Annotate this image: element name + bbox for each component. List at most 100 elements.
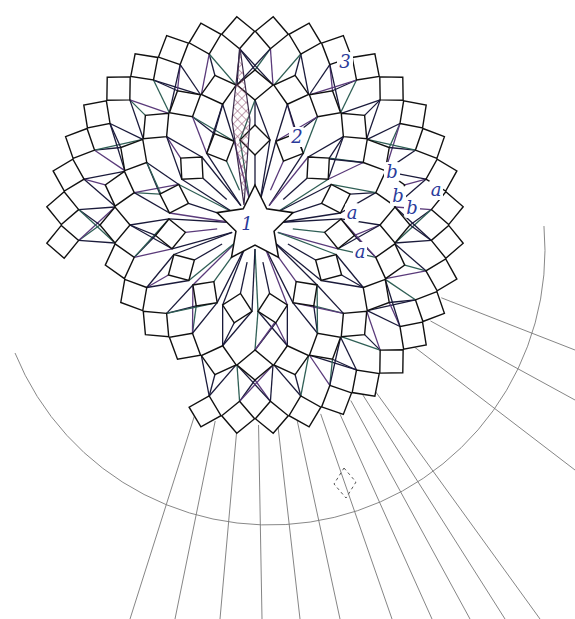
rhombus-tile — [66, 128, 95, 158]
rhombus-tile — [47, 192, 79, 225]
ray-line — [153, 80, 169, 113]
hatched-rhombus — [232, 48, 250, 205]
rhombus-tile — [143, 113, 168, 138]
rhombus-tile — [426, 259, 457, 291]
ray-line — [255, 249, 258, 311]
rhombus-tile — [207, 134, 234, 161]
rhombus-tile — [53, 159, 84, 191]
center-star — [217, 185, 293, 257]
rhombus-tile — [380, 350, 403, 373]
ray-line — [316, 285, 318, 333]
ray-line — [279, 219, 341, 223]
fan-line — [372, 387, 540, 619]
ray-line — [147, 280, 189, 287]
ray-line — [167, 137, 202, 157]
rhombus-tile — [274, 75, 309, 104]
ray-line — [203, 178, 227, 199]
rhombus-tile — [400, 322, 426, 349]
callout-label: 2 — [289, 127, 304, 147]
fan-line — [430, 321, 575, 400]
rhombus-tile — [193, 282, 217, 306]
ray-line — [276, 179, 328, 213]
rhombus-tile — [380, 77, 403, 100]
ray-line — [240, 262, 247, 293]
rhombus-tile — [105, 171, 134, 206]
ray-line — [254, 155, 255, 187]
ray-line — [254, 100, 255, 125]
rhombus-tile — [189, 23, 221, 54]
rhombus-tile — [47, 225, 79, 258]
callout-label: a — [353, 242, 368, 262]
callout-label: b — [404, 198, 420, 218]
rhombus-tile — [341, 113, 366, 138]
rhombus-tile — [352, 54, 379, 80]
rhombus-tile — [307, 157, 329, 179]
rhombus-tile — [289, 23, 321, 54]
rhombus-tile — [105, 244, 134, 279]
ray-line — [283, 178, 307, 199]
fan-line — [414, 347, 575, 470]
rhombus-tile — [309, 333, 340, 359]
fan-line — [362, 394, 505, 619]
fan-line — [351, 401, 470, 619]
ray-line — [130, 100, 169, 113]
ray-line — [260, 141, 276, 201]
ray-line — [321, 280, 363, 287]
ray-line — [341, 337, 357, 370]
ray-line — [367, 123, 400, 139]
ray-line — [293, 229, 325, 232]
ray-line — [341, 100, 380, 113]
rhombus-tile — [376, 244, 405, 279]
rhombus-tile — [289, 396, 321, 427]
fan-line — [337, 407, 432, 619]
ray-line — [189, 241, 237, 280]
ray-line — [192, 285, 194, 333]
ray-line — [328, 163, 363, 180]
rhombus-tile — [255, 401, 288, 433]
rhombus-tile — [400, 101, 426, 128]
rhombus-tile — [255, 17, 288, 49]
rhombus-tile — [258, 293, 287, 322]
rhombus-tile — [169, 91, 200, 117]
rhombus-tile — [222, 401, 255, 433]
rhombus-tile — [168, 255, 194, 281]
fan-line — [441, 298, 575, 350]
ray-line — [167, 137, 182, 180]
ray-line — [367, 311, 380, 350]
callout-label: 3 — [337, 52, 352, 72]
ray-line — [270, 365, 273, 401]
ray-line — [188, 203, 218, 213]
ray-line — [273, 241, 321, 280]
rhombus-tile — [325, 219, 355, 249]
rhombus-tile — [107, 77, 130, 100]
fan-line — [130, 416, 195, 619]
rhombus-tile — [201, 75, 236, 104]
rhombus-tile — [143, 311, 168, 336]
ray-line — [270, 49, 273, 85]
rhombus-tile — [121, 139, 147, 170]
ray-line — [193, 241, 237, 285]
rhombus-tile — [352, 370, 379, 396]
rhombus-tile — [415, 292, 444, 322]
ray-line — [309, 355, 329, 385]
ray-line — [180, 65, 200, 95]
rhombus-tile — [156, 219, 186, 249]
ray-line — [79, 240, 115, 243]
ray-line — [317, 285, 343, 313]
rhombus-tile — [100, 207, 130, 243]
rhombus-tile — [222, 17, 255, 49]
rhombus-tile — [274, 346, 309, 375]
rhombus-tile — [309, 91, 340, 117]
rhombus-tile — [316, 255, 342, 281]
ray-line — [341, 337, 380, 350]
ray-line — [255, 311, 258, 350]
ray-line — [291, 203, 321, 213]
rhombus-tile — [189, 396, 221, 427]
ray-line — [252, 249, 255, 311]
ray-line — [273, 241, 317, 285]
rhombus-tile — [131, 54, 158, 80]
callout-label: a — [345, 203, 360, 223]
fan-line — [278, 424, 300, 619]
ray-line — [308, 137, 343, 157]
rhombus-tile — [363, 279, 389, 310]
